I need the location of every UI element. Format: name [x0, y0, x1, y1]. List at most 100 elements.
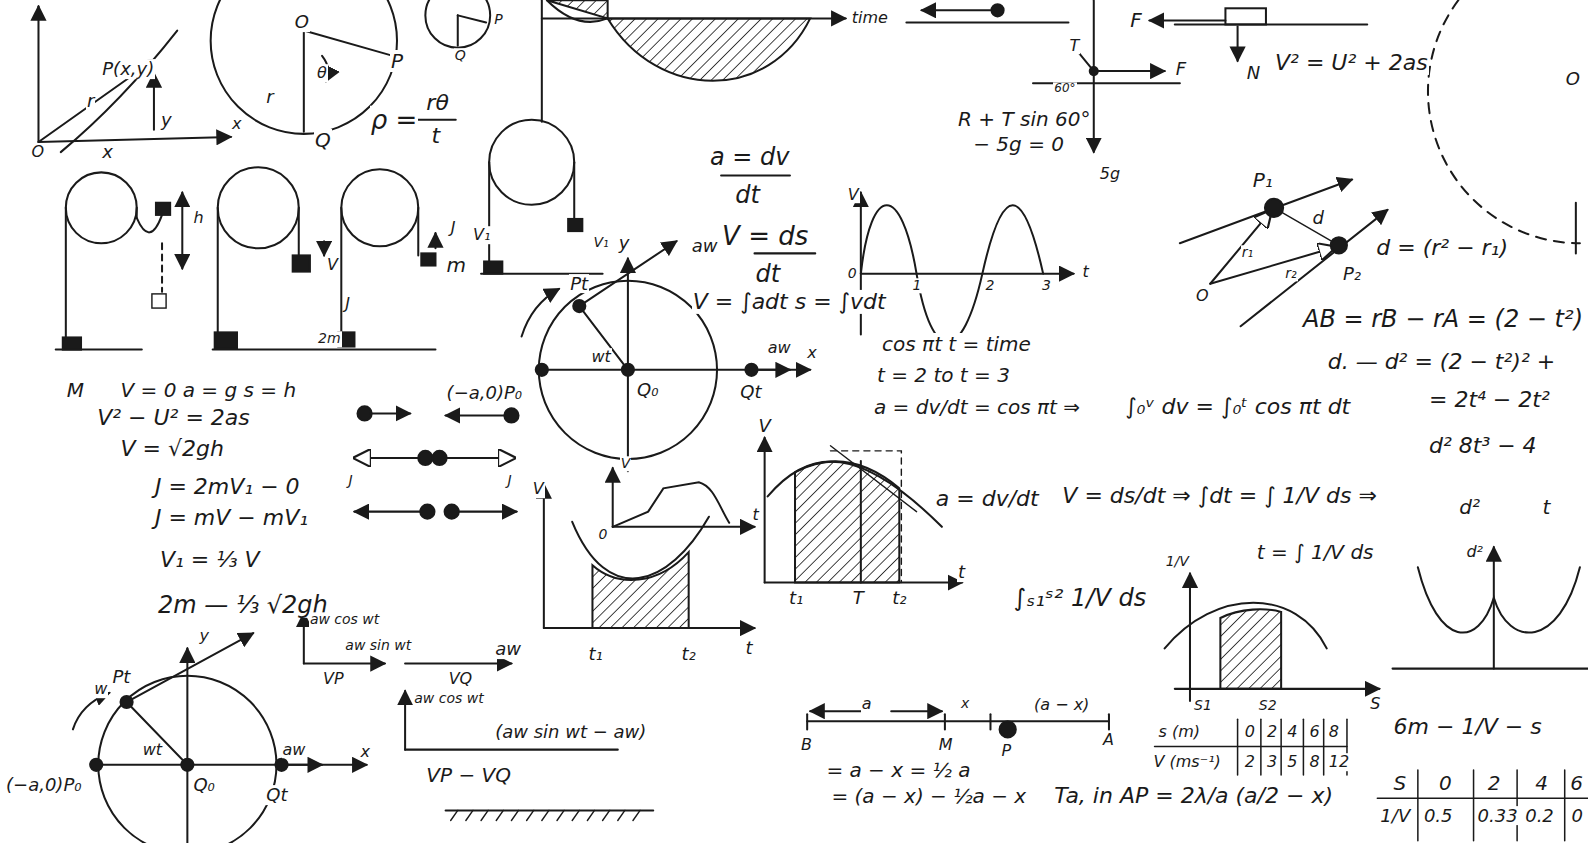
handwritten-label: t₂: [891, 588, 907, 608]
handwritten-label: t = 2 to t = 3: [876, 364, 1011, 386]
handwritten-label: V₁ = ⅓ V: [159, 548, 261, 572]
handwritten-label: a = dv: [709, 144, 791, 170]
handwritten-label: V: [847, 186, 860, 204]
handwritten-label: (−a,0)P₀: [5, 775, 82, 795]
rotating-circle: [73, 633, 367, 843]
handwritten-label: 2m: [317, 332, 342, 347]
area-under-curve: [544, 484, 755, 628]
handwritten-label: h: [192, 209, 204, 227]
handwritten-label: Pt: [111, 667, 131, 687]
handwritten-label: T: [1068, 37, 1080, 55]
handwritten-label: aw: [691, 236, 719, 256]
handwritten-label: 1/V: [1379, 806, 1411, 826]
handwritten-label: V: [758, 416, 772, 436]
handwritten-label: 1: [911, 278, 922, 293]
handwritten-label: r₁: [1241, 246, 1254, 261]
handwritten-label: aw: [282, 741, 307, 759]
handwritten-label: V: [326, 257, 339, 275]
handwritten-label: aw: [494, 640, 522, 660]
handwritten-label: aw: [767, 339, 792, 357]
handwritten-label: 0.2: [1524, 806, 1555, 826]
handwritten-label: y: [160, 110, 173, 130]
handwritten-label: s (m): [1158, 723, 1202, 741]
handwritten-label: d = (r² − r₁): [1375, 236, 1509, 260]
handwritten-label: V² − U² = 2as: [96, 406, 251, 430]
fraction-bars: [417, 120, 815, 254]
handwritten-label: V₁: [592, 235, 609, 250]
handwritten-label: 0: [1244, 723, 1256, 741]
handwritten-label: r: [86, 91, 95, 111]
handwritten-label: a = dv/dt = cos πt ⇒: [873, 396, 1081, 418]
handwritten-label: aw sin wt: [344, 639, 412, 654]
handwritten-label: d. — d² = (2 − t²)² +: [1327, 350, 1556, 374]
handwritten-label: J: [347, 474, 353, 489]
handwritten-label: J: [506, 474, 512, 489]
handwritten-label: t: [1541, 496, 1551, 518]
handwritten-label: VP: [322, 670, 345, 688]
handwritten-label: V = ds/dt ⇒ ∫dt = ∫ 1/V ds ⇒: [1061, 484, 1378, 508]
handwritten-label: t₂: [681, 644, 697, 664]
handwritten-label: V: [620, 456, 632, 471]
handwritten-label: P₂: [1342, 264, 1362, 284]
handwritten-label: ρ =: [370, 105, 419, 134]
handwritten-label: 4: [1286, 723, 1298, 741]
handwritten-label: 3: [1266, 753, 1278, 771]
handwritten-label: x: [360, 743, 371, 761]
handwritten-label: J: [344, 295, 351, 313]
handwritten-label: t: [751, 506, 759, 524]
handwritten-label: − 5g = 0: [972, 133, 1065, 155]
handwritten-label: V = ∫adt s = ∫vdt: [692, 290, 887, 314]
handwritten-label: V = 0 a = g s = h: [120, 379, 298, 401]
handwritten-label: B: [800, 736, 813, 754]
handwritten-label: O: [1195, 287, 1210, 305]
handwritten-label: 3: [1041, 278, 1052, 293]
handwritten-label: S: [1369, 695, 1381, 713]
handwritten-label: V² = U² + 2as: [1274, 51, 1429, 75]
handwritten-label: wt: [590, 348, 611, 366]
handwritten-label: w: [93, 680, 108, 698]
handwritten-label: T: [852, 588, 865, 608]
handwritten-label: VQ: [448, 670, 474, 688]
handwritten-label: = (a − x) − ½a − x: [830, 785, 1027, 807]
handwritten-label: Q₀: [192, 775, 215, 795]
handwritten-label: S1: [1193, 699, 1213, 714]
handwritten-label: Qt: [265, 785, 288, 805]
handwritten-label: ∫ₛ₁ˢ² 1/V ds: [1013, 585, 1147, 611]
handwritten-label: P: [1001, 742, 1013, 760]
handwritten-label: t: [430, 124, 441, 148]
handwritten-label: 0.5: [1423, 806, 1454, 826]
handwritten-label: J: [450, 219, 457, 237]
relative-position-lines: [1180, 179, 1388, 326]
handwritten-label: Pt: [569, 274, 589, 294]
handwritten-label: 2: [1244, 753, 1256, 771]
handwritten-label: M: [938, 736, 954, 754]
handwritten-label: rθ: [425, 91, 450, 115]
handwritten-label: t: [1082, 263, 1090, 281]
handwritten-label: dt: [734, 181, 761, 207]
handwritten-label: t: [744, 639, 753, 659]
rotating-circle: [522, 241, 811, 471]
handwritten-label: d²: [1465, 543, 1484, 561]
handwritten-label: y: [199, 628, 210, 646]
handwritten-label: P: [390, 50, 404, 72]
handwritten-label: 12: [1328, 753, 1350, 771]
handwritten-label: cos πt t = time: [881, 333, 1032, 355]
handwritten-label: 2m — ⅓ √2gh: [157, 592, 329, 618]
handwritten-label: (−a,0)P₀: [446, 383, 523, 403]
handwritten-label: V (ms⁻¹): [1153, 753, 1222, 771]
handwritten-label: r₂: [1284, 266, 1297, 281]
handwritten-label: a = dv/dt: [935, 486, 1040, 510]
handwritten-label: aw cos wt: [309, 612, 380, 627]
handwritten-label: d: [1312, 208, 1325, 228]
handwritten-label: Q₀: [636, 380, 659, 400]
handwritten-label: Q: [314, 129, 332, 151]
angular-circle: [211, 0, 491, 134]
handwritten-label: t₁: [587, 644, 603, 664]
handwritten-label: 8: [1308, 753, 1320, 771]
handwritten-label: O: [1565, 69, 1581, 89]
handwritten-label: = 2t⁴ − 2t²: [1428, 388, 1551, 412]
handwritten-label: 0: [1438, 772, 1453, 794]
handwritten-label: V: [532, 481, 545, 499]
position-vector-axes: [38, 6, 230, 152]
handwritten-label: R + T sin 60°: [957, 108, 1091, 130]
